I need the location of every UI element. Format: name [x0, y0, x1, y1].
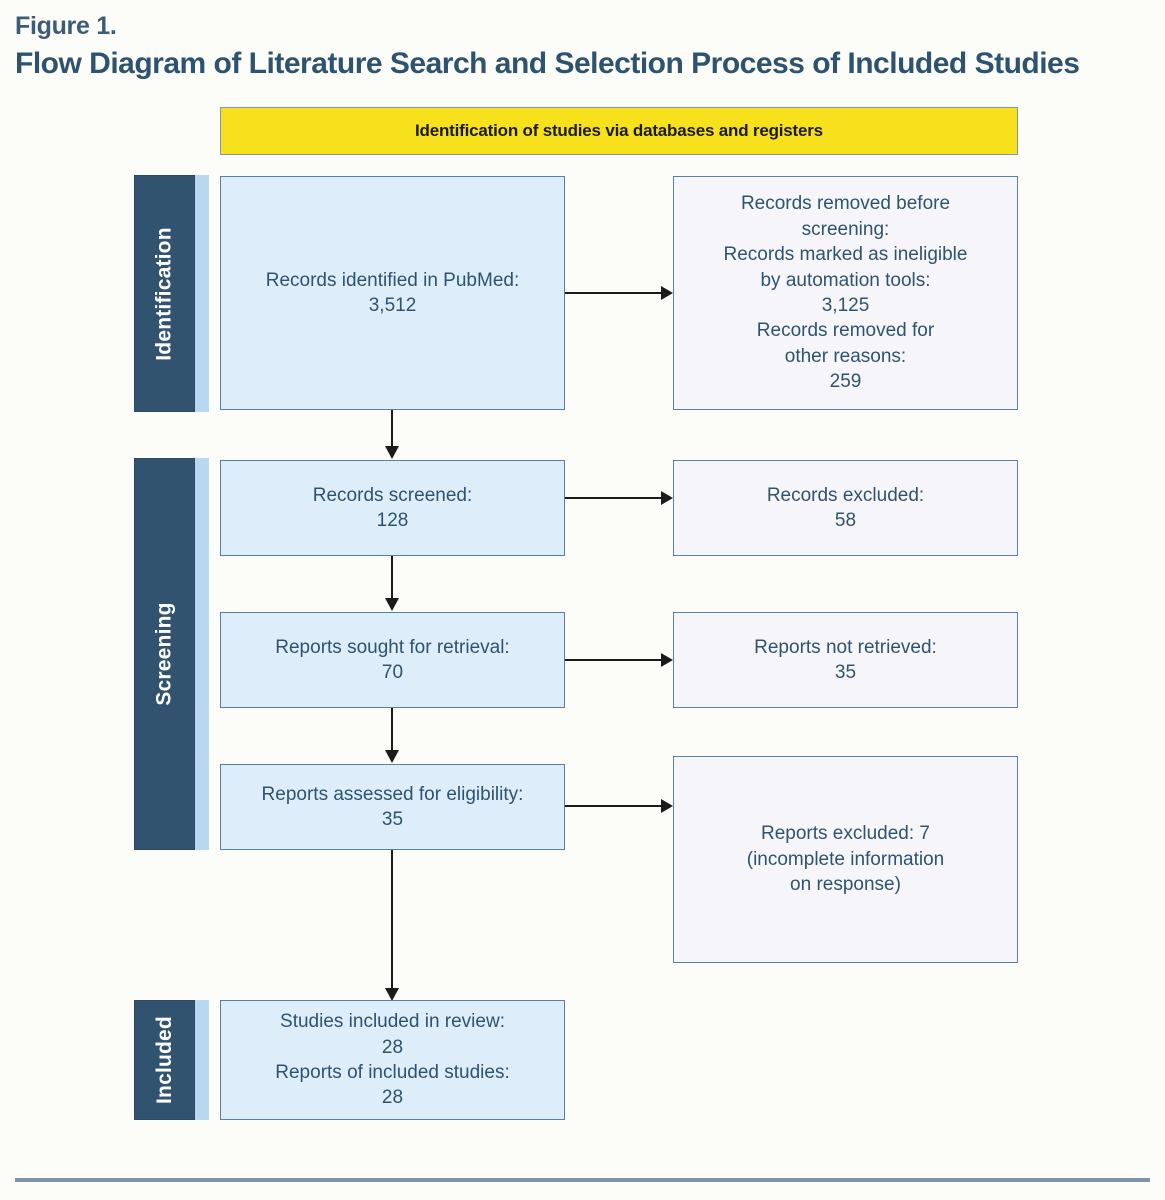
box-studies-included: Studies included in review: 28 Reports o…	[220, 1000, 565, 1120]
page-title: Flow Diagram of Literature Search and Se…	[15, 47, 1080, 80]
arrow-sought-to-assessed	[382, 708, 402, 764]
box-reports-assessed-text: Reports assessed for eligibility: 35	[261, 783, 524, 830]
box-records-excluded-text: Records excluded: 58	[766, 484, 925, 531]
stage-sidebar-identification-label: Identification	[152, 226, 176, 361]
box-reports-sought-text: Reports sought for retrieval: 70	[275, 636, 510, 683]
identification-banner: Identification of studies via databases …	[220, 107, 1018, 155]
box-reports-not-retrieved: Reports not retrieved: 35	[673, 612, 1018, 708]
box-records-screened: Records screened: 128	[220, 460, 565, 556]
arrow-identified-to-removed	[565, 283, 675, 303]
arrow-assessed-to-excluded	[565, 796, 675, 816]
box-records-screened-text: Records screened: 128	[312, 484, 473, 531]
arrow-assessed-to-included	[382, 850, 402, 1002]
stage-sidebar-included-label: Included	[152, 1016, 176, 1104]
box-reports-excluded-text: Reports excluded: 7 (incomplete informat…	[746, 823, 945, 896]
box-reports-sought: Reports sought for retrieval: 70	[220, 612, 565, 708]
box-studies-included-text: Studies included in review: 28 Reports o…	[275, 1011, 510, 1109]
box-records-removed-text: Records removed before screening: Record…	[723, 193, 968, 393]
arrow-identified-to-screened	[382, 410, 402, 460]
stage-strip-screening	[195, 458, 209, 850]
stage-strip-included	[195, 1000, 209, 1120]
identification-banner-label: Identification of studies via databases …	[415, 121, 823, 140]
box-reports-not-retrieved-text: Reports not retrieved: 35	[754, 636, 937, 683]
box-records-excluded: Records excluded: 58	[673, 460, 1018, 556]
stage-sidebar-included: Included	[134, 1000, 195, 1120]
stage-sidebar-screening: Screening	[134, 458, 195, 850]
arrow-screened-to-excluded	[565, 488, 675, 508]
box-records-identified: Records identified in PubMed: 3,512	[220, 176, 565, 410]
stage-sidebar-identification: Identification	[134, 175, 195, 412]
box-reports-assessed: Reports assessed for eligibility: 35	[220, 764, 565, 850]
box-reports-excluded: Reports excluded: 7 (incomplete informat…	[673, 756, 1018, 963]
box-records-identified-text: Records identified in PubMed: 3,512	[265, 269, 520, 316]
footer-divider	[15, 1178, 1150, 1182]
arrow-sought-to-not-retrieved	[565, 650, 675, 670]
arrow-screened-to-sought	[382, 556, 402, 612]
stage-strip-identification	[195, 175, 209, 412]
figure-label: Figure 1.	[15, 12, 117, 40]
stage-sidebar-screening-label: Screening	[152, 602, 176, 706]
box-records-removed: Records removed before screening: Record…	[673, 176, 1018, 410]
